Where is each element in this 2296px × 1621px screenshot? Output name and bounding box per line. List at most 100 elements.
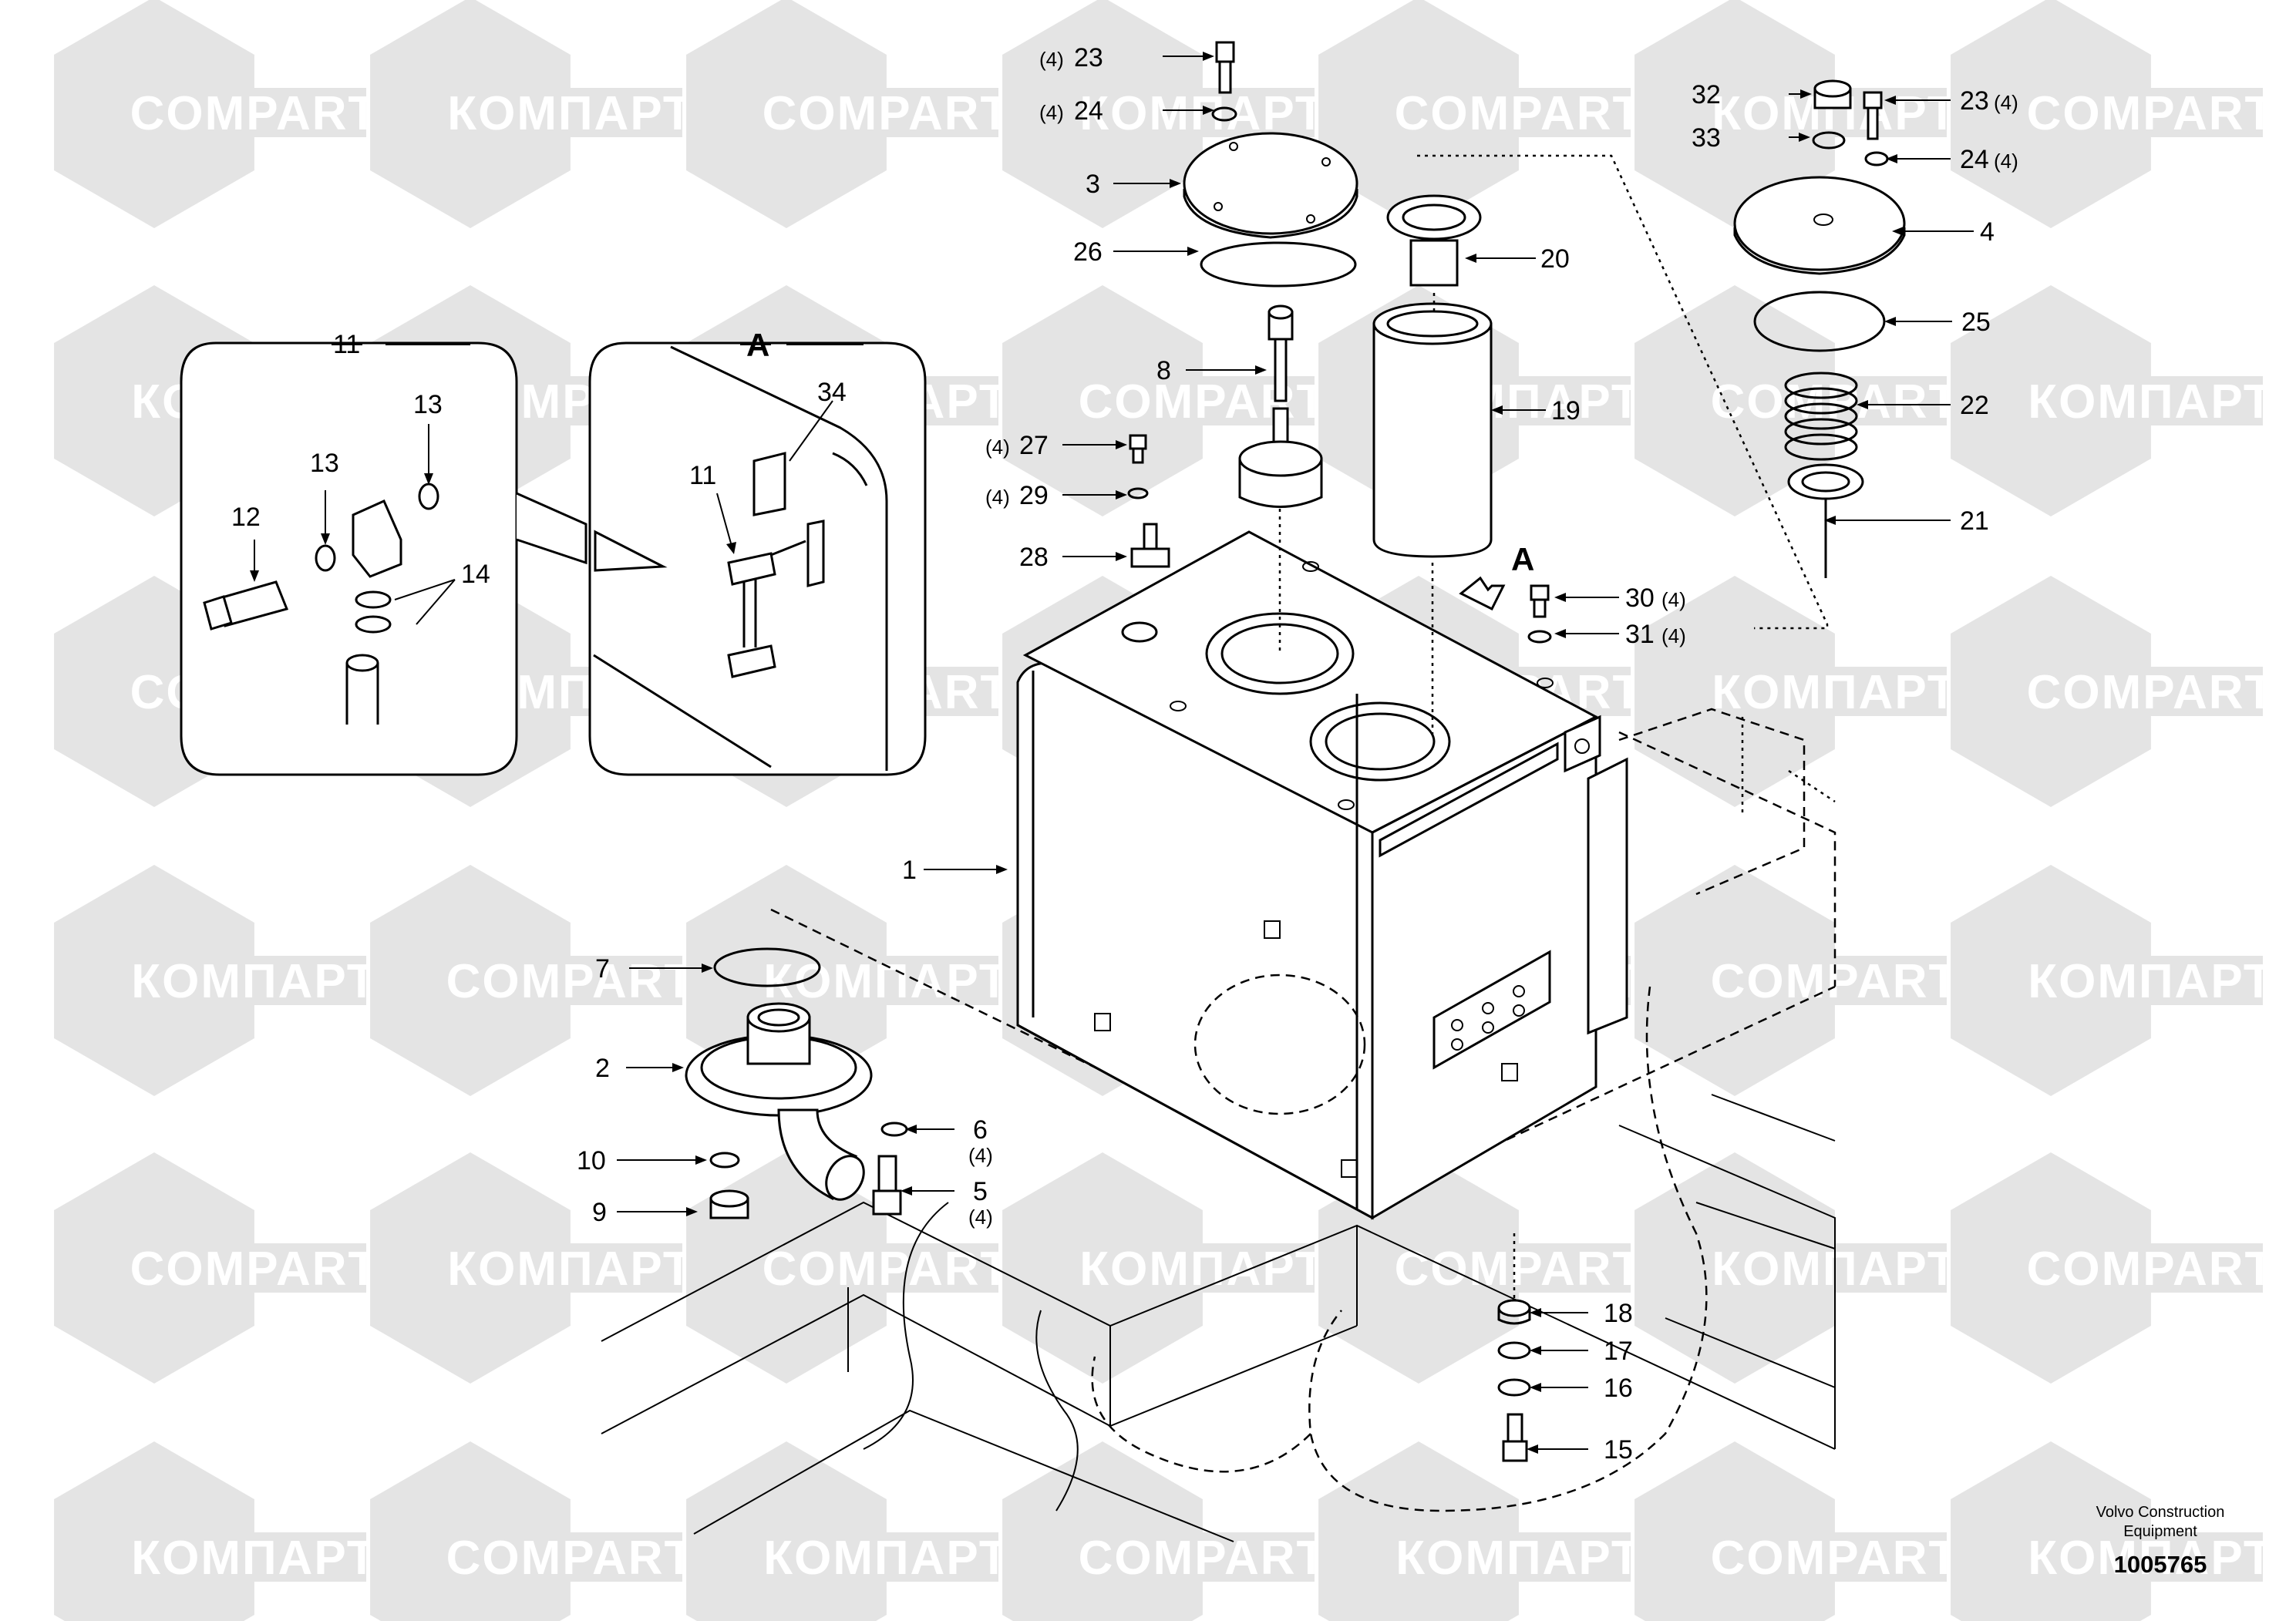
watermark-text: КОМПАРТ [2028, 1532, 2274, 1585]
watermark-text: COMPART [2027, 87, 2276, 140]
valve-21 [1787, 463, 1864, 578]
callout-1: 1 [902, 856, 917, 885]
watermark-band [775, 956, 998, 1005]
o-ring-33 [1812, 131, 1846, 150]
callout-23b: 23 [1960, 86, 1989, 116]
detail-11-label: 11 [333, 330, 360, 359]
callout-labels: 23 (4) 24 (4) 3 26 20 8 19 27 (4) 29 (4)… [231, 43, 2018, 1465]
qty-27: (4) [985, 436, 1010, 459]
callout-11: 11 [689, 461, 716, 490]
qty-30: (4) [1661, 588, 1686, 611]
washer-29 [1127, 487, 1149, 499]
watermark-band [1723, 1532, 1947, 1582]
callout-3: 3 [1086, 170, 1100, 199]
qty-5: (4) [968, 1206, 993, 1229]
strainer-20 [1386, 194, 1482, 287]
callout-9: 9 [592, 1198, 607, 1227]
cover-4 [1733, 176, 1906, 275]
o-ring-14b [355, 615, 392, 634]
watermark-band [1407, 1243, 1631, 1293]
watermark-text: COMPART [2027, 1243, 2276, 1296]
watermark-band [459, 1243, 682, 1293]
watermark-text: COMPART [1079, 375, 1328, 429]
watermark-text: COMPART [446, 1532, 695, 1585]
callout-19: 19 [1551, 396, 1581, 425]
washer-24-right [1864, 151, 1889, 166]
bolt-27 [1129, 434, 1147, 464]
watermark-text: КОМПАРТ [131, 955, 377, 1008]
watermark-text: КОМПАРТ [1395, 1532, 1641, 1585]
callout-22: 22 [1960, 391, 1989, 420]
suction-pipe [685, 1002, 873, 1201]
watermark-band [459, 88, 682, 137]
watermark-band [2039, 956, 2263, 1005]
watermark-band [143, 88, 366, 137]
watermark-band [1091, 1532, 1315, 1582]
watermark-text: COMPART [1711, 1532, 1960, 1585]
washer-31 [1527, 630, 1552, 644]
callout-4: 4 [1980, 217, 1995, 247]
leader-dotted-21 [1417, 154, 1829, 630]
watermark-band [2039, 88, 2263, 137]
callout-31: 31 [1625, 620, 1655, 649]
fitting-12 [203, 580, 289, 631]
drawing-number: 1005765 [2114, 1551, 2207, 1578]
callout-6: 6 [973, 1115, 988, 1145]
callout-32: 32 [1692, 80, 1721, 109]
qty-23b: (4) [1994, 91, 2018, 114]
watermark-text: КОМПАРТ [131, 1532, 377, 1585]
bolt-30 [1530, 584, 1550, 618]
o-ring-7 [713, 947, 821, 987]
callout-33: 33 [1692, 123, 1721, 153]
callout-14: 14 [461, 560, 490, 589]
detail-box-11 [180, 341, 518, 776]
label-plate-34 [752, 452, 786, 516]
watermark-band [143, 1243, 366, 1293]
watermark-text: COMPART [763, 1243, 1012, 1296]
o-ring-13a [315, 544, 336, 572]
washer-24-top [1211, 106, 1237, 122]
qty-24a: (4) [1039, 101, 1064, 124]
watermark-text: КОМПАРТ [2028, 375, 2274, 429]
company-line-2: Equipment [2123, 1523, 2197, 1540]
callout-10: 10 [577, 1146, 606, 1175]
cap-32 [1813, 79, 1852, 109]
watermark-text: COMPART [1079, 1532, 1328, 1585]
watermark-text: COMPART [130, 87, 379, 140]
watermark-text: COMPART [130, 1243, 379, 1296]
hydraulic-tank [1016, 530, 1628, 1220]
watermark-band [1723, 667, 1947, 716]
watermark-text: КОМПАРТ [763, 1532, 1009, 1585]
company-line-1: Volvo Construction [2096, 1504, 2225, 1521]
filter-element-19 [1372, 302, 1493, 558]
callout-12: 12 [231, 503, 261, 532]
swivel-block [352, 499, 402, 578]
callout-17: 17 [1604, 1337, 1633, 1366]
callout-24b: 24 [1960, 145, 1989, 174]
watermark-text: КОМПАРТ [2028, 955, 2274, 1008]
watermark-band [775, 1532, 998, 1582]
callout-13a: 13 [310, 449, 339, 478]
bolt-23-right [1863, 91, 1883, 140]
detail-connector [516, 492, 587, 565]
watermark-text: COMPART [446, 955, 695, 1008]
bolt-23-top [1215, 41, 1235, 94]
view-arrow-a [1459, 576, 1506, 611]
callout-13b: 13 [413, 390, 443, 419]
qty-23a: (4) [1039, 48, 1064, 71]
o-ring-26 [1200, 241, 1357, 288]
washer-6 [880, 1122, 908, 1137]
watermark-band [2039, 376, 2263, 425]
callout-2: 2 [595, 1054, 610, 1083]
detail-box-a [588, 341, 927, 776]
callout-29: 29 [1019, 481, 1049, 510]
watermark-band [2039, 1532, 2263, 1582]
callout-28: 28 [1019, 543, 1049, 572]
watermark-text: COMPART [763, 87, 1012, 140]
qty-31: (4) [1661, 624, 1686, 647]
watermark-band [1407, 1532, 1631, 1582]
title-block: Volvo Construction Equipment 1005765 [2096, 1504, 2225, 1578]
callout-5: 5 [973, 1177, 988, 1206]
callout-23a: 23 [1074, 43, 1103, 72]
watermark-band [2039, 667, 2263, 716]
